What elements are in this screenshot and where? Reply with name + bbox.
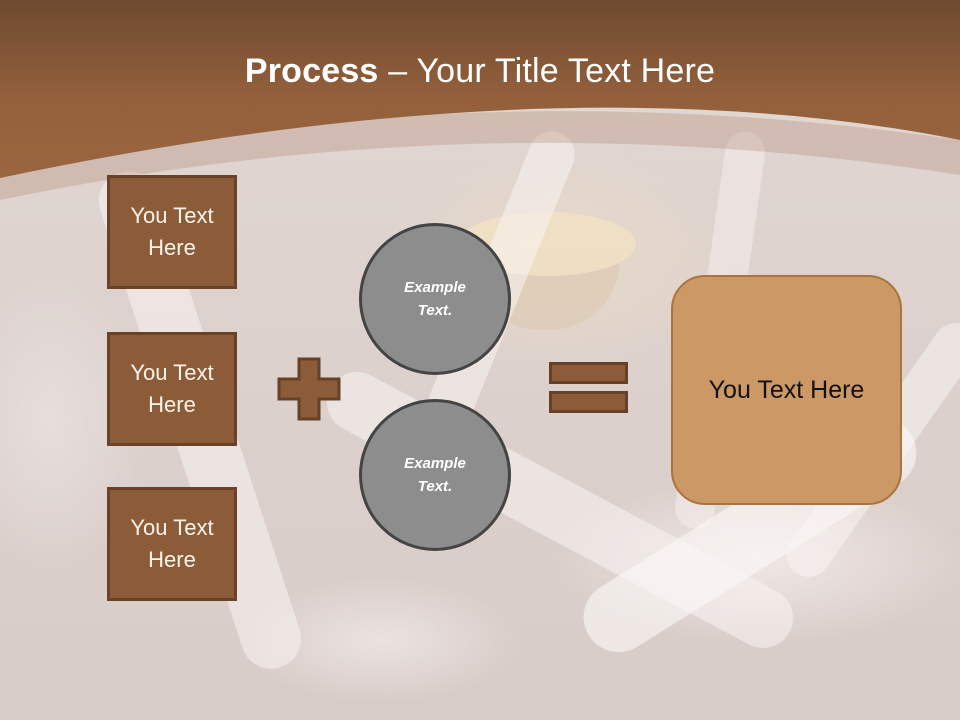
plus-icon (277, 357, 341, 421)
title-bold-part: Process (244, 52, 379, 90)
example-circle-label: Example Text. (404, 455, 466, 495)
title-regular-part: Your Title Text Here (416, 52, 716, 90)
input-text-box-1[interactable]: You Text Here (107, 175, 237, 289)
result-text-box[interactable]: You Text Here (671, 275, 902, 505)
input-text-box-2[interactable]: You Text Here (107, 332, 237, 446)
input-text-box-label: You Text Here (130, 360, 214, 417)
slide-title: Process – Your Title Text Here (0, 52, 960, 91)
result-text-box-label: You Text Here (708, 375, 865, 404)
title-separator: – (378, 52, 417, 90)
example-circle-label: Example Text. (404, 279, 466, 319)
equals-bar-top (549, 362, 628, 384)
example-circle-1[interactable]: Example Text. (359, 223, 511, 375)
input-text-box-3[interactable]: You Text Here (107, 487, 237, 601)
example-circle-2[interactable]: Example Text. (359, 399, 511, 551)
header-band: Process – Your Title Text Here (0, 0, 960, 200)
header-arc-shape (0, 0, 960, 200)
equals-bar-bottom (549, 391, 628, 413)
input-text-box-label: You Text Here (130, 515, 214, 572)
input-text-box-label: You Text Here (130, 203, 214, 260)
